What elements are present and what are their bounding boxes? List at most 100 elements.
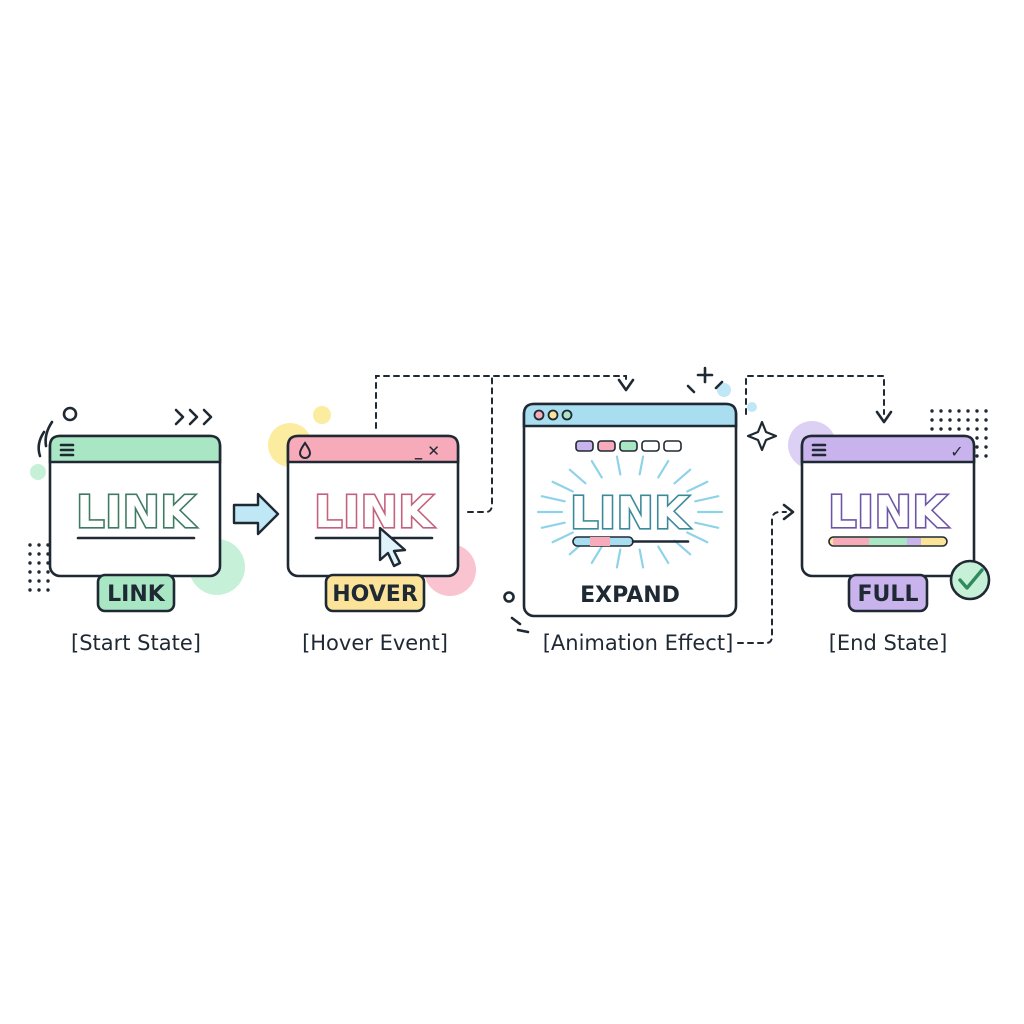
end-link-text[interactable]: LINK	[827, 485, 949, 539]
grid-dot	[46, 579, 50, 583]
hover-badge	[324, 573, 426, 613]
drop-icon	[298, 441, 312, 459]
glow-rays	[536, 455, 724, 569]
glow-ray	[657, 459, 670, 479]
end-caption: [End State]	[829, 631, 948, 655]
progress-segments	[575, 440, 682, 452]
grid-dot	[28, 552, 32, 556]
grid-dot	[975, 445, 979, 449]
glow-ray	[673, 468, 692, 485]
stage-end: ✓ LINK FULL [End State]	[800, 434, 991, 655]
stage-start: LINK LINK [Start State]	[48, 434, 222, 655]
grid-dot	[939, 409, 943, 413]
menu-icon	[59, 443, 75, 457]
grid-dot	[957, 409, 961, 413]
glow-ray	[568, 468, 587, 485]
grid-dot	[966, 427, 970, 431]
grid-dot	[984, 418, 988, 422]
grid-dot	[930, 409, 934, 413]
glow-ray	[686, 531, 709, 544]
grid-dot	[966, 409, 970, 413]
grid-dot	[37, 588, 41, 592]
dashed-arrowhead	[782, 503, 795, 521]
start-caption: [Start State]	[71, 631, 201, 655]
grid-dot	[46, 588, 50, 592]
hover-badge-label: HOVER	[332, 582, 418, 607]
window-check-icon[interactable]: ✓	[950, 442, 963, 461]
grid-dot	[46, 570, 50, 574]
grid-dot	[984, 436, 988, 440]
grid-dot	[930, 427, 934, 431]
glow-ray	[615, 548, 622, 569]
animation-caption: [Animation Effect]	[543, 631, 734, 655]
stage-hover: _ ✕ LINK HOVER [Hover Event]	[286, 434, 460, 655]
expand-bar	[572, 536, 690, 547]
window-dots-icon	[533, 409, 573, 421]
glow-ray	[694, 495, 720, 503]
glow-ray	[590, 545, 603, 565]
glow-ray	[673, 539, 692, 556]
grid-dot	[948, 418, 952, 422]
burst-marks	[686, 366, 724, 394]
grid-dot	[984, 427, 988, 431]
hover-link-text[interactable]: LINK	[313, 485, 435, 539]
end-badge	[847, 573, 929, 613]
dashed-connector	[467, 377, 493, 513]
glow-ray	[657, 545, 670, 565]
start-badge-label: LINK	[107, 582, 166, 607]
grid-dot	[37, 579, 41, 583]
glow-ray	[540, 495, 566, 503]
grid-dot	[975, 409, 979, 413]
end-window-titlebar	[800, 434, 976, 464]
yellow-dot	[313, 406, 331, 424]
start-link-text[interactable]: LINK	[75, 485, 197, 539]
grid-dot	[984, 445, 988, 449]
grid-dot	[966, 418, 970, 422]
burst-tick	[510, 616, 522, 626]
grid-dot	[957, 427, 961, 431]
animation-window-titlebar	[522, 402, 738, 428]
bubble-icon	[62, 406, 78, 422]
grid-dot	[984, 409, 988, 413]
grid-dot	[930, 418, 934, 422]
sky-dot	[717, 383, 731, 397]
hover-caption: [Hover Event]	[302, 631, 448, 655]
dashed-connector	[737, 511, 787, 644]
start-badge	[96, 573, 176, 613]
grid-dot	[37, 543, 41, 547]
window-controls[interactable]: _ ✕	[415, 442, 440, 460]
grid-dot	[37, 570, 41, 574]
hover-window-titlebar	[286, 434, 460, 464]
glow-ray	[551, 480, 574, 493]
glow-ray	[551, 531, 574, 544]
dashed-connector	[375, 375, 627, 429]
arrow-right-icon	[232, 492, 280, 536]
grid-dot	[975, 427, 979, 431]
mint-dot	[30, 464, 46, 480]
animation-link-text[interactable]: LINK	[569, 486, 691, 540]
grid-dot	[28, 579, 32, 583]
start-window-titlebar	[48, 434, 222, 464]
checkmark-circle-icon	[949, 559, 991, 601]
menu-icon	[811, 443, 827, 457]
grid-dot	[975, 418, 979, 422]
glow-ray	[694, 521, 720, 529]
full-bar	[828, 536, 948, 547]
grid-dot	[975, 436, 979, 440]
glow-ray	[686, 480, 709, 493]
dashed-connector	[745, 375, 885, 415]
motion-arc	[37, 430, 46, 458]
connectors	[232, 375, 893, 644]
grid-dot	[939, 418, 943, 422]
dashed-arrowhead	[875, 410, 893, 424]
small-circle	[503, 591, 515, 603]
sparkle-icon	[746, 420, 778, 452]
burst-tick	[516, 628, 530, 634]
grid-dot	[28, 561, 32, 565]
grid-dot	[28, 543, 32, 547]
grid-dot	[28, 570, 32, 574]
glow-ray	[615, 455, 622, 476]
mouse-cursor-icon	[378, 526, 407, 568]
grid-dot	[975, 454, 979, 458]
